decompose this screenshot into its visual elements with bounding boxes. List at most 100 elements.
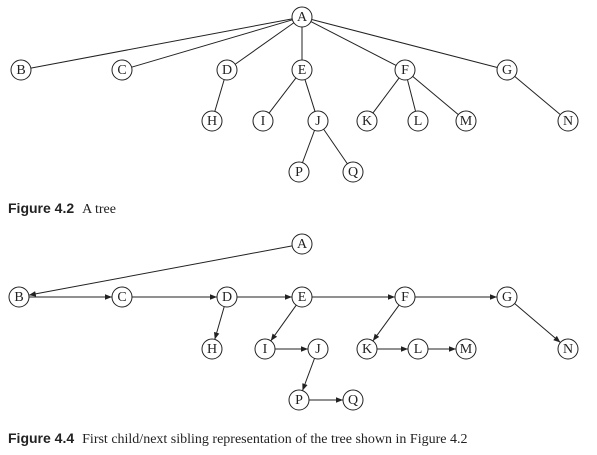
fig42-node-q: Q	[342, 161, 364, 183]
fig42-edge-e-i	[268, 77, 297, 114]
fig44-node-b: B	[8, 286, 30, 308]
fig44-node-g: G	[496, 286, 518, 308]
fig44-node-circle	[201, 338, 223, 360]
fig42-edge-e-j	[304, 79, 316, 112]
fig44-node-circle	[557, 338, 579, 360]
fig42-node-circle	[201, 110, 223, 132]
fig44-node-label: J	[315, 342, 321, 357]
fig42-node-label: H	[207, 114, 217, 129]
fig44-node-circle	[394, 286, 416, 308]
fig44-node-c: C	[111, 286, 133, 308]
fig42-edge-f-l	[406, 79, 417, 112]
fig42-node-b: B	[10, 59, 32, 81]
fig42-node-circle	[216, 59, 238, 81]
fig42-node-circle	[10, 59, 32, 81]
figure-4-2-caption-text: A tree	[82, 202, 116, 217]
fig42-edge-a-c	[131, 19, 293, 68]
fig44-node-circle	[496, 286, 518, 308]
fig44-node-circle	[356, 338, 378, 360]
fig42-node-circle	[307, 110, 329, 132]
fig44-node-d: D	[216, 286, 238, 308]
fig42-node-f: F	[394, 59, 416, 81]
figure-4-4-caption-text: First child/next sibling representation …	[82, 432, 468, 447]
fig42-node-circle	[342, 161, 364, 183]
fig42-edge-j-p	[302, 130, 315, 163]
fig44-node-label: B	[14, 290, 23, 305]
fig42-edge-f-k	[372, 77, 400, 114]
fig42-node-circle	[252, 110, 274, 132]
fig44-node-circle	[307, 338, 329, 360]
fig44-node-n: N	[557, 338, 579, 360]
fig42-node-circle	[356, 110, 378, 132]
fig42-node-label: C	[117, 63, 126, 78]
fig42-edge-a-b	[30, 18, 293, 69]
fig42-node-k: K	[356, 110, 378, 132]
fig44-node-circle	[216, 286, 238, 308]
fig42-node-label: A	[297, 10, 308, 25]
fig44-node-circle	[8, 286, 30, 308]
fig44-node-circle	[407, 338, 429, 360]
fig44-edge-d-h	[214, 306, 225, 340]
fig42-node-circle	[111, 59, 133, 81]
fig44-edge-j-p	[302, 358, 315, 391]
fig42-node-h: H	[201, 110, 223, 132]
fig42-node-label: N	[563, 114, 573, 129]
fig44-node-circle	[288, 389, 310, 411]
figure-4-2-caption: Figure 4.2 A tree	[8, 200, 116, 218]
fig42-node-m: M	[455, 110, 477, 132]
fig44-node-k: K	[356, 338, 378, 360]
fig44-node-circle	[455, 338, 477, 360]
fig44-node-label: P	[295, 393, 303, 408]
fig42-node-j: J	[307, 110, 329, 132]
fig42-edge-a-g	[311, 19, 498, 68]
fig42-node-circle	[291, 6, 313, 28]
fig42-node-label: I	[261, 114, 266, 129]
fig42-node-c: C	[111, 59, 133, 81]
fig44-node-label: K	[362, 342, 372, 357]
fig44-node-label: H	[207, 342, 217, 357]
fig42-node-circle	[394, 59, 416, 81]
fig42-edge-j-q	[323, 128, 348, 165]
fig42-edge-g-n	[514, 76, 561, 115]
fig42-node-label: J	[315, 114, 321, 129]
fig42-node-label: F	[401, 63, 409, 78]
fig44-node-i: I	[254, 338, 276, 360]
fig44-node-a: A	[291, 233, 313, 255]
fig42-node-label: D	[222, 63, 232, 78]
figure-4-4-label: Figure 4.4	[8, 430, 75, 446]
fig42-node-circle	[407, 110, 429, 132]
fig44-node-m: M	[455, 338, 477, 360]
fig44-node-label: F	[401, 290, 409, 305]
fig42-node-label: P	[295, 165, 303, 180]
fig44-node-circle	[342, 389, 364, 411]
fig44-node-p: P	[288, 389, 310, 411]
fig44-node-circle	[291, 286, 313, 308]
fig44-edge-g-n	[514, 303, 561, 343]
fig44-node-label: A	[297, 237, 308, 252]
fig42-node-circle	[291, 59, 313, 81]
fig44-node-label: I	[263, 342, 268, 357]
fig42-node-label: L	[414, 114, 423, 129]
fig42-node-n: N	[557, 110, 579, 132]
fig42-node-circle	[455, 110, 477, 132]
figure-4-4-caption: Figure 4.4 First child/next sibling repre…	[8, 430, 467, 448]
fig42-edge-d-h	[214, 79, 225, 112]
fig44-edge-f-k	[372, 304, 400, 342]
fig44-node-label: G	[502, 290, 512, 305]
fig44-node-j: J	[307, 338, 329, 360]
fig42-edge-f-m	[412, 76, 459, 115]
fig44-node-circle	[111, 286, 133, 308]
fig44-node-label: N	[563, 342, 573, 357]
fig42-edge-a-d	[234, 22, 295, 65]
fig42-node-circle	[557, 110, 579, 132]
fig44-node-circle	[254, 338, 276, 360]
fig44-node-q: Q	[342, 389, 364, 411]
fig42-node-e: E	[291, 59, 313, 81]
fig44-node-label: E	[298, 290, 307, 305]
figure-4-2-label: Figure 4.2	[8, 200, 75, 216]
fig44-node-label: M	[460, 342, 473, 357]
fig44-edge-e-i	[270, 304, 297, 342]
